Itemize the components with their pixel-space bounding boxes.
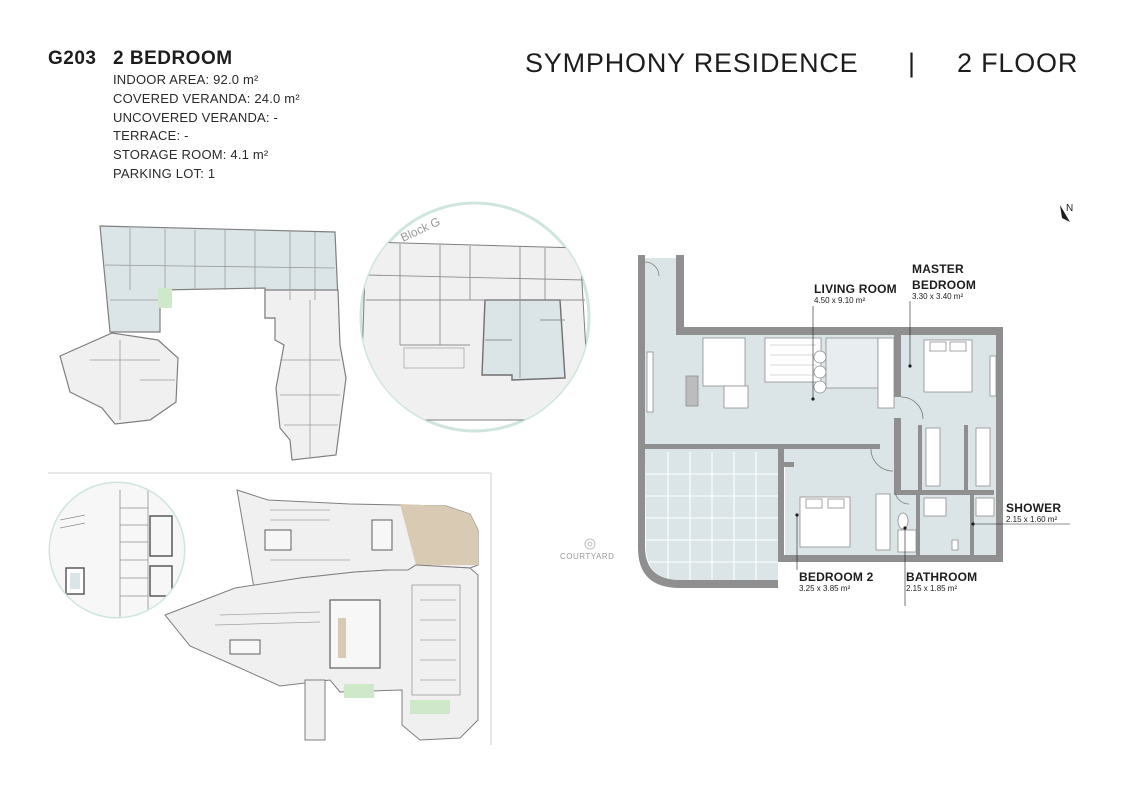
courtyard-label: COURTYARD	[560, 552, 614, 561]
room-living-dims: 4.50 x 9.10 m²	[814, 296, 866, 305]
block-zoom-ring	[359, 201, 591, 433]
room-bathroom-name: BATHROOM	[906, 570, 978, 584]
area-parking-lot: PARKING LOT: 1	[113, 165, 216, 181]
room-bedroom2-name: BEDROOM 2	[799, 570, 874, 584]
north-arrow-icon	[1060, 205, 1070, 222]
apartment-floor-plan	[638, 255, 1070, 606]
area-uncovered-veranda: UNCOVERED VERANDA: -	[113, 109, 279, 125]
room-living-name: LIVING ROOM	[814, 282, 897, 296]
room-bathroom-dims: 2.15 x 1.85 m²	[906, 584, 958, 593]
site-zoom-ring	[48, 481, 186, 619]
room-shower-dims: 2.15 x 1.60 m²	[1006, 515, 1058, 524]
unit-code: G203	[48, 48, 97, 69]
room-bedroom2-dims: 3.25 x 3.85 m²	[799, 584, 851, 593]
area-storage-room: STORAGE ROOM: 4.1 m²	[113, 147, 269, 163]
courtyard-icon	[584, 538, 596, 550]
title-separator: |	[908, 48, 916, 78]
area-list: INDOOR AREA: 92.0 m² COVERED VERANDA: 24…	[113, 71, 300, 184]
panel-dividers	[48, 472, 492, 745]
area-covered-veranda: COVERED VERANDA: 24.0 m²	[113, 90, 300, 106]
building-key-plan	[59, 225, 347, 461]
unit-type: 2 BEDROOM	[113, 48, 233, 69]
area-terrace: TERRACE: -	[113, 128, 189, 144]
area-indoor: INDOOR AREA: 92.0 m²	[113, 72, 259, 87]
floor-title: 2 FLOOR	[957, 48, 1079, 78]
room-master-name-1: MASTER	[912, 262, 964, 276]
room-shower-name: SHOWER	[1006, 501, 1062, 515]
project-title: SYMPHONY RESIDENCE	[525, 48, 859, 78]
room-master-dims: 3.30 x 3.40 m²	[912, 292, 964, 301]
compass-label: N	[1066, 203, 1073, 214]
room-master-name-2: BEDROOM	[912, 278, 977, 292]
site-plan	[164, 489, 479, 741]
